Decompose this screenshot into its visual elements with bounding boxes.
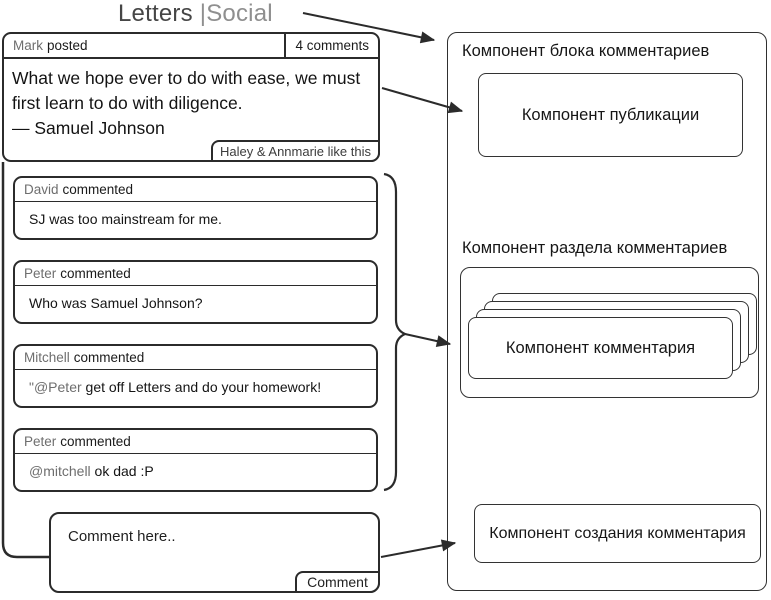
comment-author: Peter bbox=[24, 434, 57, 449]
comment-author: Peter bbox=[24, 266, 57, 281]
comment-header: Peter commented bbox=[15, 430, 376, 454]
logo-secondary-text: |Social bbox=[199, 0, 273, 27]
comment-card: Mitchell commented "@Peter get off Lette… bbox=[13, 344, 378, 408]
annotation-panel: Компонент блока комментариев Компонент п… bbox=[447, 32, 767, 591]
arrow-comments-to-comment-component-icon bbox=[404, 333, 452, 347]
comment-text: ok dad :P bbox=[90, 463, 154, 479]
arrow-composer-to-create-component-icon bbox=[380, 539, 457, 558]
post-likes-badge: Haley & Annmarie like this bbox=[210, 140, 380, 162]
post-card: Mark posted 4 comments What we hope ever … bbox=[2, 32, 380, 162]
comment-author: David bbox=[24, 182, 59, 197]
post-author-row: Mark posted bbox=[4, 38, 88, 53]
comment-card: Peter commented @mitchell ok dad :P bbox=[13, 428, 378, 492]
comment-mention: @mitchell bbox=[29, 463, 91, 479]
label-section-component: Компонент раздела комментариев bbox=[462, 239, 728, 257]
comment-composer: Comment here.. Comment bbox=[49, 512, 380, 593]
comment-body: @mitchell ok dad :P bbox=[15, 454, 376, 479]
comment-text: Who was Samuel Johnson? bbox=[29, 295, 203, 311]
comment-header: David commented bbox=[15, 178, 376, 202]
comment-action: commented bbox=[73, 350, 145, 365]
post-action: posted bbox=[47, 38, 88, 53]
comment-card: David commented SJ was too mainstream fo… bbox=[13, 176, 378, 240]
comment-header: Mitchell commented bbox=[15, 346, 376, 370]
comment-section-box: Компонент комментария bbox=[460, 267, 759, 398]
comment-body: SJ was too mainstream for me. bbox=[15, 202, 376, 227]
composer-placeholder: Comment here.. bbox=[68, 528, 176, 545]
comment-action: commented bbox=[60, 266, 131, 281]
create-comment-component-box: Компонент создания комментария bbox=[474, 504, 761, 563]
post-quote: What we hope ever to do with ease, we mu… bbox=[12, 68, 361, 113]
comment-action: commented bbox=[60, 434, 131, 449]
comment-body: Who was Samuel Johnson? bbox=[15, 286, 376, 311]
post-attribution: — Samuel Johnson bbox=[12, 118, 165, 138]
post-body: What we hope ever to do with ease, we mu… bbox=[4, 59, 378, 141]
post-header: Mark posted 4 comments bbox=[4, 34, 378, 59]
post-author: Mark bbox=[13, 38, 43, 53]
comment-text: SJ was too mainstream for me. bbox=[29, 211, 222, 227]
comment-body: "@Peter get off Letters and do your home… bbox=[15, 370, 376, 395]
comment-text: get off Letters and do your homework! bbox=[81, 379, 322, 395]
comment-mention: "@Peter bbox=[29, 379, 82, 395]
logo-primary-text: Letters bbox=[118, 0, 193, 27]
label-block-component: Компонент блока комментариев bbox=[462, 42, 710, 60]
comment-header: Peter commented bbox=[15, 262, 376, 286]
comment-action: commented bbox=[62, 182, 134, 197]
post-component-box: Компонент публикации bbox=[478, 73, 743, 157]
comment-component-box: Компонент комментария bbox=[468, 317, 733, 379]
comments-group-brace bbox=[383, 172, 408, 492]
comment-author: Mitchell bbox=[24, 350, 70, 365]
comment-card: Peter commented Who was Samuel Johnson? bbox=[13, 260, 378, 324]
post-comments-count: 4 comments bbox=[284, 34, 378, 57]
app-logo: Letters|Social bbox=[118, 0, 273, 28]
comment-submit-button: Comment bbox=[295, 571, 380, 593]
